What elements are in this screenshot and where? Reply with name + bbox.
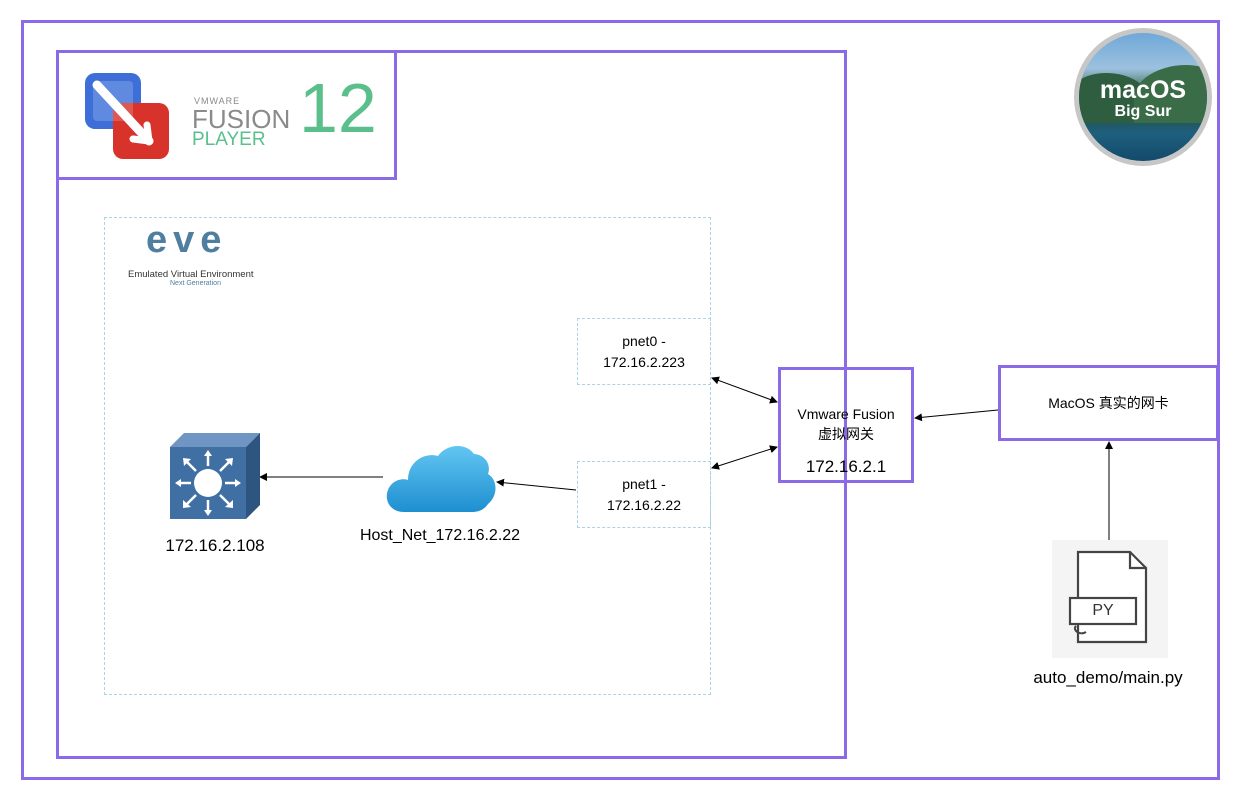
eve-logo-line1: Emulated Virtual Environment (128, 269, 254, 280)
macos-big-sur-badge: macOS Big Sur (1074, 28, 1212, 166)
pnet0-interface-box: pnet0 - 172.16.2.223 (577, 318, 711, 385)
eve-logo-wordmark: eve (146, 219, 228, 261)
pnet0-ip: 172.16.2.223 (603, 353, 685, 370)
gateway-subtitle: 虚拟网关 (818, 426, 874, 443)
eve-logo-line2: Next Generation (170, 280, 221, 287)
eve-ng-container (104, 217, 711, 695)
python-file-path: auto_demo/main.py (1033, 668, 1183, 687)
gateway-name: Vmware Fusion (797, 406, 895, 422)
layer3-switch-icon (170, 433, 260, 519)
pnet1-ip: 172.16.2.22 (607, 496, 681, 513)
host-net-cloud-icon (386, 445, 496, 512)
python-file-icon (1052, 540, 1168, 658)
nic-to-gateway-arrow (914, 409, 999, 422)
macos-nic-label: MacOS 真实的网卡 (1048, 395, 1169, 411)
switch-ip-label: 172.16.2.108 (165, 536, 265, 555)
fusion-version-text: 12 (299, 69, 377, 147)
pnet1-to-cloud-arrow (496, 478, 577, 491)
pnet0-name: pnet0 - (622, 333, 666, 350)
host-net-label: Host_Net_172.16.2.22 (359, 527, 521, 544)
pnet1-gateway-link (711, 445, 778, 470)
macos-nic-box: MacOS 真实的网卡 (998, 365, 1219, 441)
fusion-vendor-text: VMWARE (194, 96, 241, 106)
macos-badge-text: macOS Big Sur (1079, 78, 1207, 121)
python-file-badge: PY (1092, 602, 1114, 619)
pnet0-gateway-link (711, 376, 778, 404)
fusion-logo-box: VMWARE FUSION PLAYER 12 (56, 50, 397, 180)
vmware-fusion-frame (56, 50, 847, 759)
fusion-product-text: FUSION (192, 104, 291, 134)
fusion-app-icon (85, 73, 169, 159)
fusion-edition-text: PLAYER (192, 129, 266, 150)
macos-badge-subtitle: Big Sur (1114, 103, 1172, 120)
vmware-gateway-box: Vmware Fusion 虚拟网关 172.16.2.1 (778, 367, 914, 483)
macos-badge-title: macOS (1099, 76, 1187, 104)
pnet1-name: pnet1 - (622, 476, 666, 493)
gateway-ip: 172.16.2.1 (805, 457, 887, 476)
macos-badge-landscape (1079, 33, 1207, 161)
eve-ng-logo: eve Emulated Virtual Environment Next Ge… (116, 219, 281, 289)
pnet1-interface-box: pnet1 - 172.16.2.22 (577, 461, 711, 528)
